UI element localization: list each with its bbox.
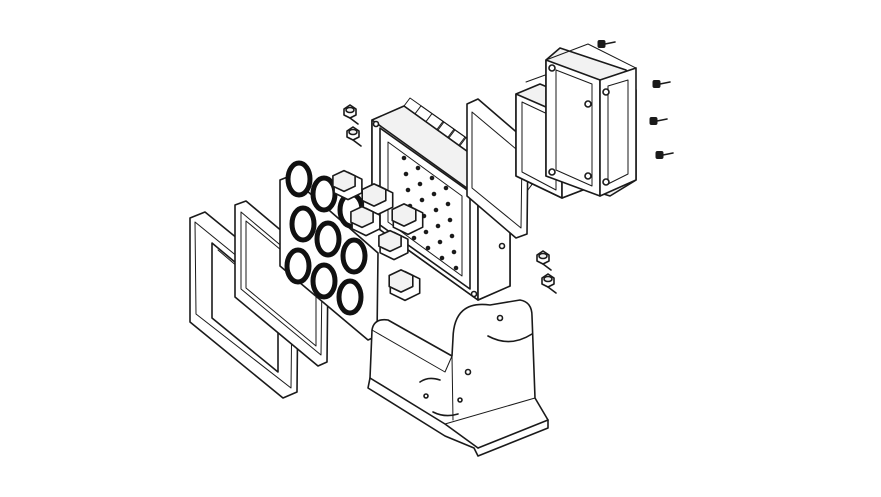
- pcb-hole: [417, 181, 423, 187]
- screws: [343, 40, 674, 294]
- lens-7: [284, 247, 312, 285]
- pcb-hole: [435, 223, 441, 229]
- pcb-hole: [401, 155, 407, 161]
- optic-holder-6: [388, 269, 421, 302]
- pcb-hole: [433, 207, 439, 213]
- pcb-hole: [445, 201, 451, 207]
- bolt-left-2: [346, 126, 362, 147]
- pcb-hole: [403, 171, 409, 177]
- seal-plate: [466, 98, 529, 239]
- lens-1: [285, 160, 313, 198]
- lens-8: [310, 262, 338, 300]
- pcb-hole: [431, 191, 437, 197]
- pcb-hole: [439, 255, 445, 261]
- screw-right-1: [652, 80, 671, 88]
- lens-4: [289, 205, 317, 243]
- pcb-hole: [419, 197, 425, 203]
- lens-6: [340, 237, 368, 275]
- screw-right-2: [649, 117, 668, 125]
- lens-array: [284, 160, 368, 316]
- pcb-hole: [443, 185, 449, 191]
- optic-holder-5: [378, 229, 409, 261]
- pcb-hole: [437, 239, 443, 245]
- pcb-hole: [449, 233, 455, 239]
- pcb-hole: [451, 249, 457, 255]
- pcb-hole: [425, 245, 431, 251]
- screw-right-3: [655, 151, 674, 159]
- optic-holder-4: [350, 205, 381, 237]
- pcb-hole: [447, 217, 453, 223]
- pcb-hole: [453, 265, 459, 271]
- pcb-hole: [423, 229, 429, 235]
- screw-top: [597, 40, 616, 48]
- lens-2: [310, 175, 338, 213]
- pcb-hole: [405, 187, 411, 193]
- bolt-bottom-2: [541, 273, 557, 294]
- bolt-bottom-1: [536, 250, 552, 271]
- optic-holder-2: [361, 183, 394, 216]
- lens-5: [314, 220, 342, 258]
- bolt-left-1: [343, 104, 359, 125]
- pcb-hole: [429, 175, 435, 181]
- driver-cover: [545, 43, 637, 197]
- mounting-bracket: [367, 299, 549, 457]
- optic-holder-1: [332, 169, 363, 201]
- pcb-hole: [415, 165, 421, 171]
- optic-holders: [332, 169, 424, 302]
- pcb-hole: [411, 235, 417, 241]
- lens-9: [336, 278, 364, 316]
- optic-holder-3: [391, 203, 424, 236]
- lens-plate: [279, 160, 379, 341]
